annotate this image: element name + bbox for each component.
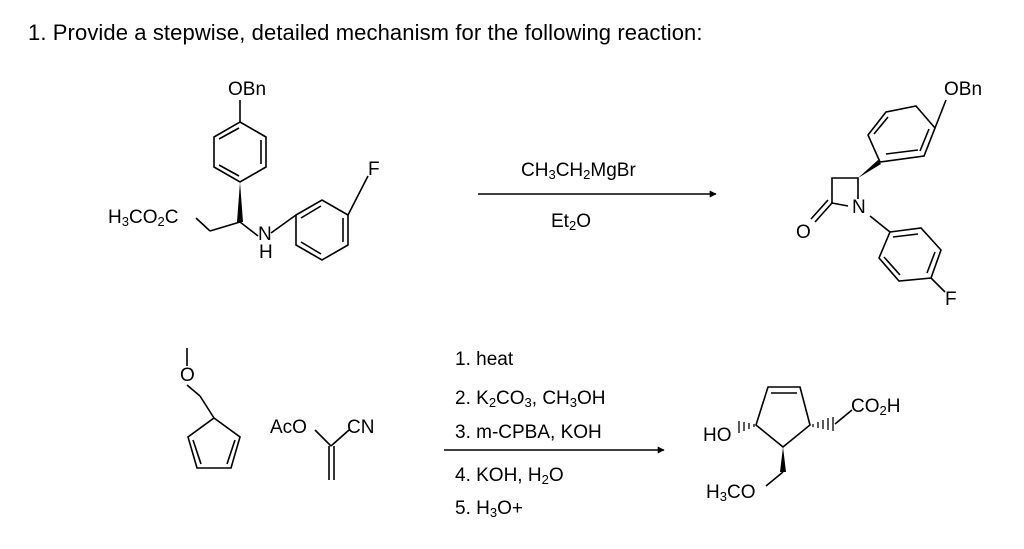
- acetate-label: AcO: [270, 417, 307, 438]
- question-text: 1. Provide a stepwise, detailed mechanis…: [28, 20, 703, 46]
- product-obn-label: OBn: [944, 79, 983, 100]
- step-3: 3. m-CPBA, KOH: [455, 422, 602, 443]
- amine-n-label: N: [258, 224, 272, 245]
- reactant-2-structure: [186, 348, 241, 469]
- n-aryl-bond: [869, 215, 891, 233]
- amine-h-label: H: [259, 242, 273, 263]
- methoxy-label: H3CO: [706, 482, 756, 504]
- phenyl-obn-ring: [213, 100, 267, 183]
- product-phenyl-obn-ring: [867, 99, 947, 163]
- carbonyl-o-label: O: [796, 222, 811, 243]
- obn-label: OBn: [228, 79, 267, 100]
- product-fluoro-label: F: [945, 289, 957, 310]
- step-4: 4. KOH, H2O: [455, 465, 564, 487]
- ether-o-label: O: [180, 365, 195, 386]
- product-1-structure: [810, 99, 947, 293]
- nitrile-label: CN: [347, 417, 375, 438]
- reactant-1-structure: [195, 100, 369, 261]
- fluorophenyl-ring: [295, 175, 369, 261]
- lactam-n-label: N: [852, 197, 866, 218]
- carboxyl-label: CO2H: [851, 396, 901, 418]
- wedge-bond: [237, 182, 243, 222]
- fluoro-label: F: [368, 159, 380, 180]
- step-1: 1. heat: [455, 349, 514, 370]
- chain-bond: [209, 221, 241, 232]
- hydroxyl-label: HO: [703, 425, 732, 446]
- reactant-3-structure: [314, 429, 350, 480]
- step-2: 2. K2CO3, CH3OH: [455, 388, 606, 410]
- product-fluorophenyl-ring: [878, 227, 946, 293]
- grignard-reagent: CH3CH2MgBr: [521, 160, 636, 182]
- question-prompt: Provide a stepwise, detailed mechanism f…: [52, 20, 703, 45]
- question-number: 1.: [28, 20, 47, 45]
- step-5: 5. H3O+: [455, 498, 523, 520]
- solvent-label: Et2O: [551, 211, 591, 233]
- product-2-structure: [738, 386, 853, 487]
- ester-label: H3CO2C: [108, 207, 179, 229]
